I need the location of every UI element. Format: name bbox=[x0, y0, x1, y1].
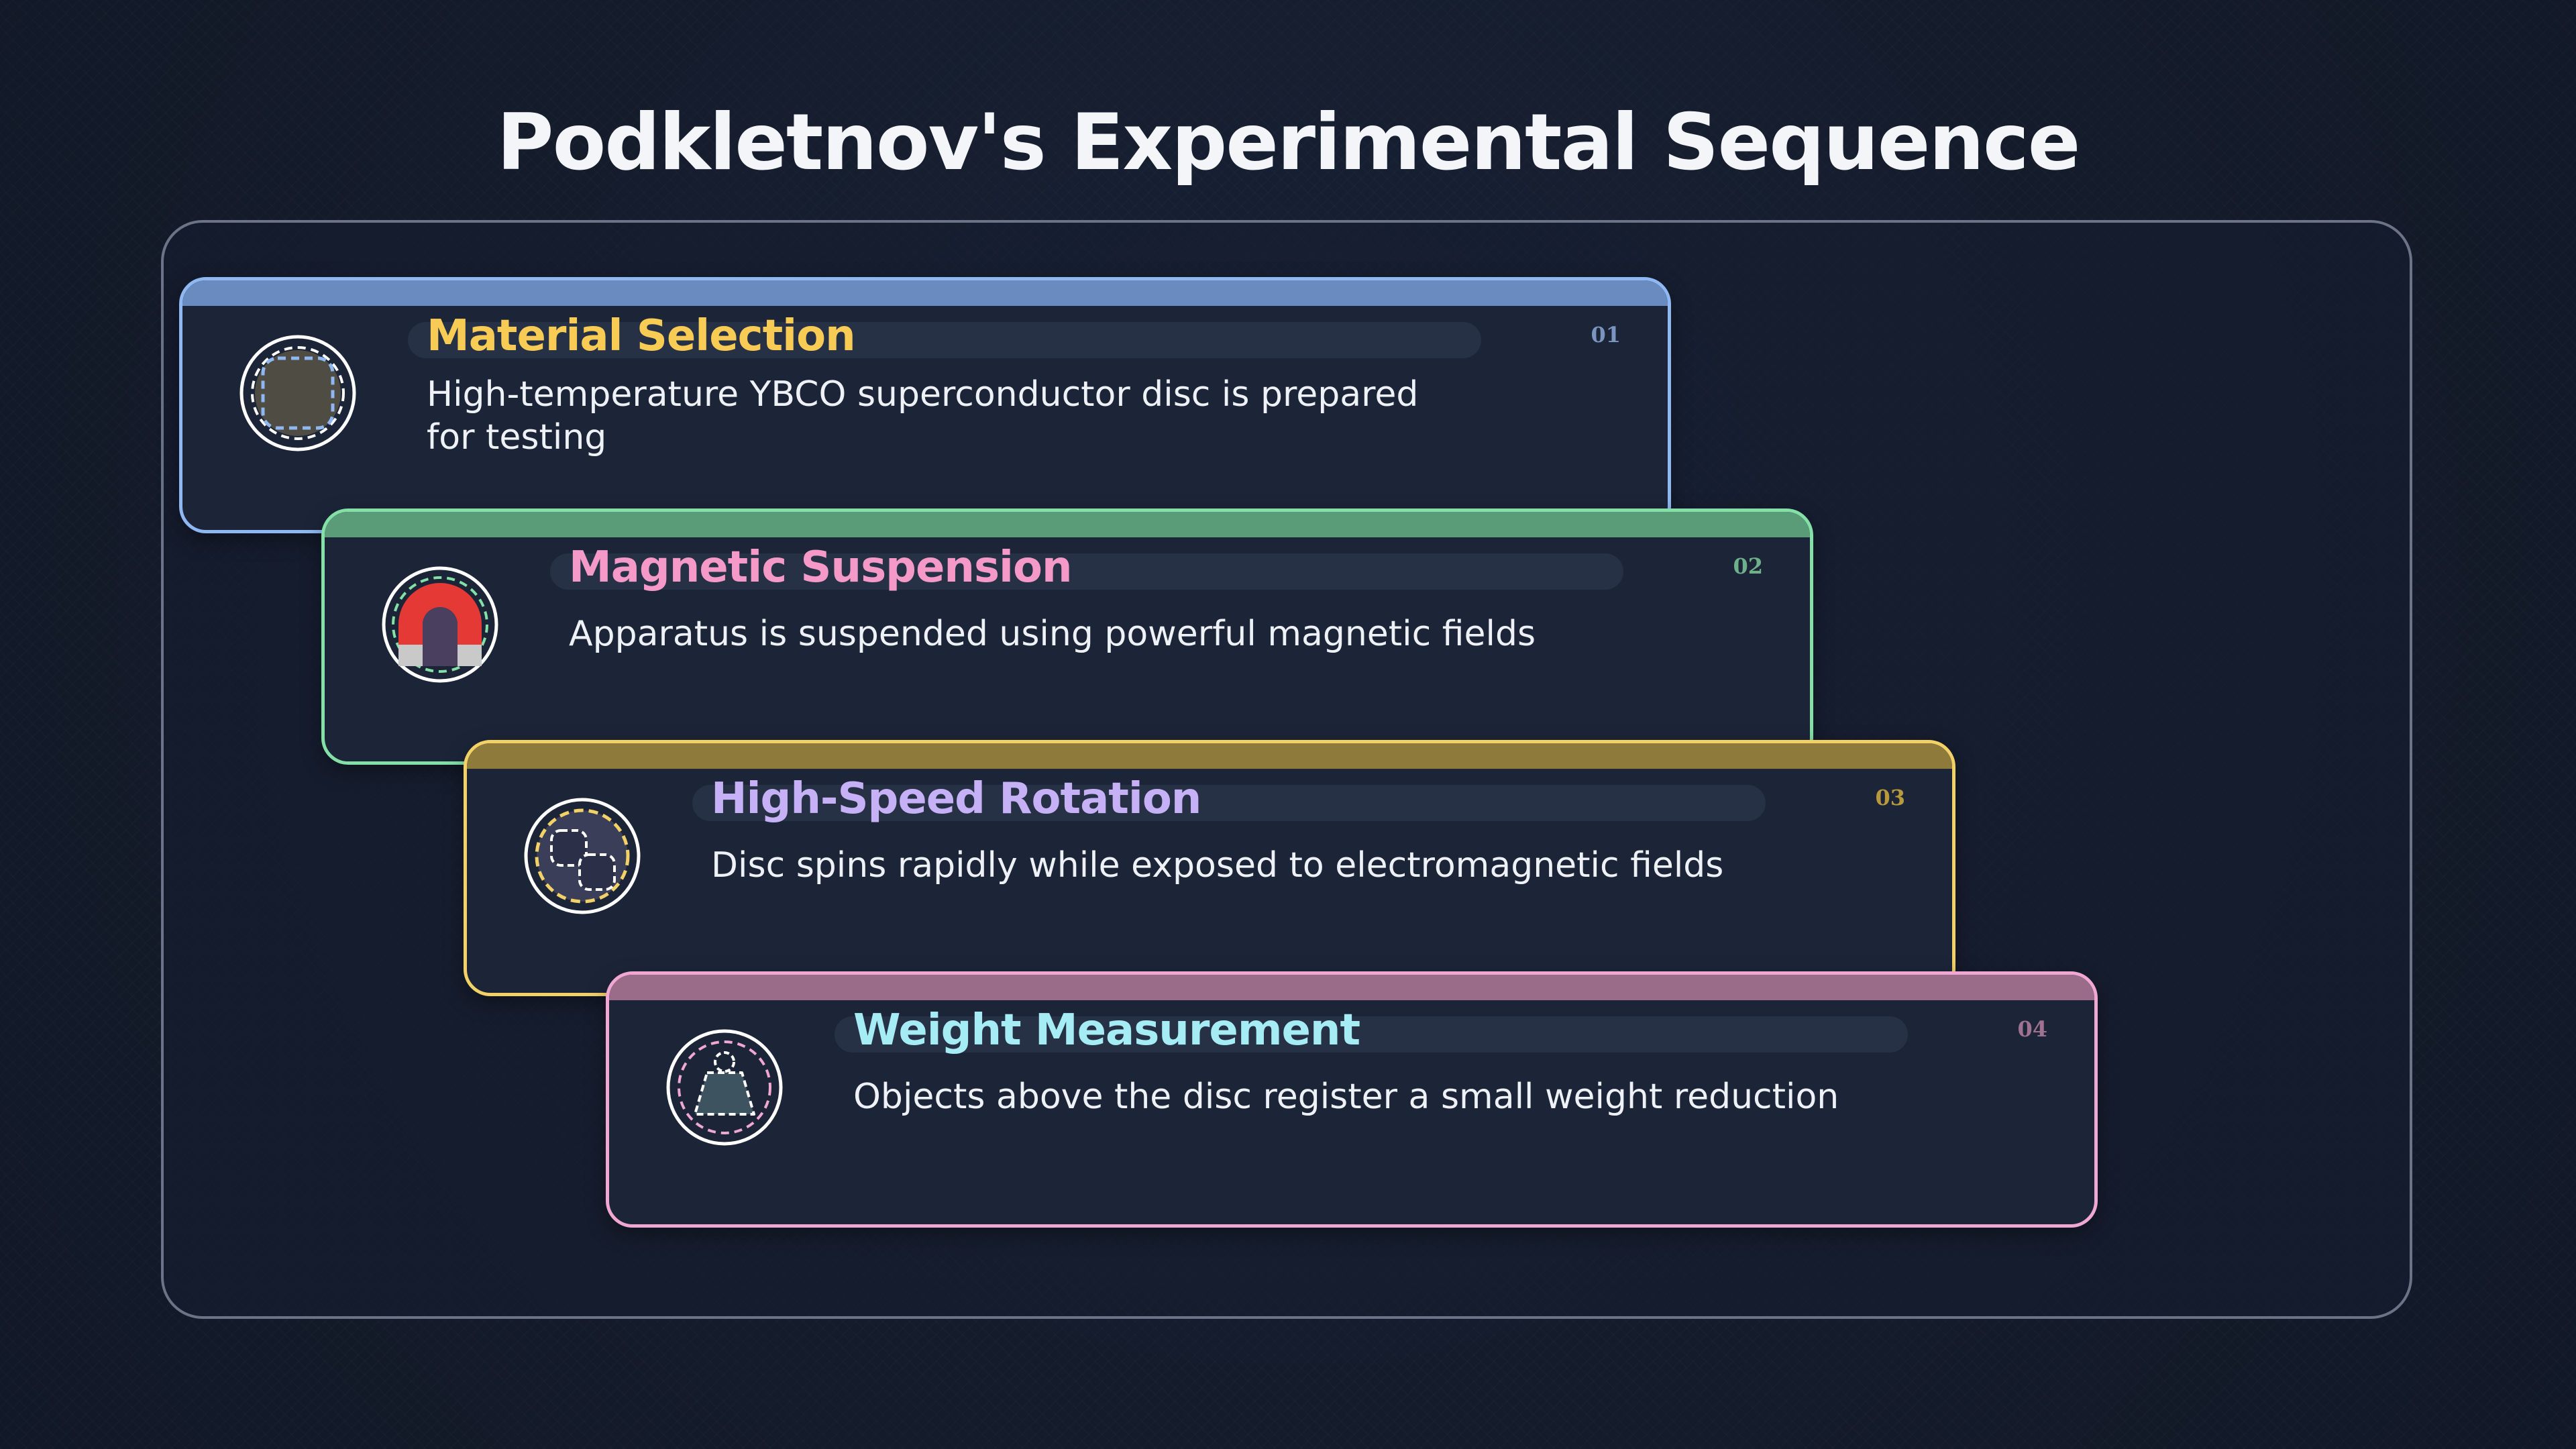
step-title: Material Selection bbox=[427, 311, 856, 361]
step-description: Apparatus is suspended using powerful ma… bbox=[569, 614, 1536, 654]
step-card-weight-measurement: Weight Measurement 04 Objects above the … bbox=[606, 971, 2098, 1228]
step-title: Magnetic Suspension bbox=[569, 543, 1072, 592]
step-title: Weight Measurement bbox=[853, 1006, 1360, 1055]
step-card-high-speed-rotation: High-Speed Rotation 03 Disc spins rapidl… bbox=[464, 740, 1955, 996]
step-card-header-bar bbox=[325, 512, 1810, 537]
step-description: High-temperature YBCO superconductor dis… bbox=[427, 374, 1419, 458]
step-card-header-bar bbox=[467, 743, 1952, 769]
step-card-magnetic-suspension: Magnetic Suspension 02 Apparatus is susp… bbox=[321, 508, 1813, 765]
step-number: 03 bbox=[1875, 785, 1905, 810]
step-number: 04 bbox=[2017, 1016, 2047, 1042]
step-number: 01 bbox=[1591, 322, 1621, 347]
step-title-pill bbox=[550, 553, 1623, 590]
page-title: Podkletnov's Experimental Sequence bbox=[496, 97, 2081, 188]
step-title-pill bbox=[408, 322, 1481, 358]
magnet-icon bbox=[381, 566, 499, 684]
step-title-pill bbox=[692, 785, 1766, 821]
weight-icon bbox=[665, 1028, 784, 1146]
step-number: 02 bbox=[1733, 553, 1763, 579]
step-description: Objects above the disc register a small … bbox=[853, 1077, 1839, 1117]
step-card-material-selection: Material Selection 01 High-temperature Y… bbox=[179, 277, 1671, 533]
step-title: High-Speed Rotation bbox=[711, 774, 1201, 824]
step-description: Disc spins rapidly while exposed to elec… bbox=[711, 845, 1724, 885]
step-card-header-bar bbox=[609, 975, 2094, 1000]
step-title-pill bbox=[835, 1016, 1908, 1053]
step-card-header-bar bbox=[182, 280, 1668, 306]
rotation-icon bbox=[523, 797, 641, 915]
superconductor-disc-icon bbox=[239, 334, 357, 452]
